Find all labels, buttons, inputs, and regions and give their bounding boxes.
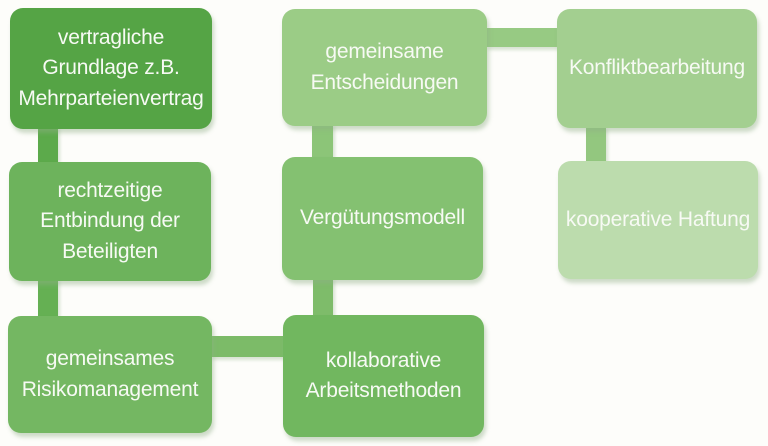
node-rechtzeitige-entbindung: rechtzeitige Entbindung der Beteiligten bbox=[9, 162, 211, 281]
node-kollaborative-arbeitsmethoden: kollaborative Arbeitsmethoden bbox=[283, 315, 484, 437]
node-vertragliche-grundlage: vertragliche Grundlage z.B. Mehrparteien… bbox=[10, 8, 212, 129]
node-gemeinsame-entscheidungen: gemeinsame Entscheidungen bbox=[282, 9, 487, 126]
connector-risikomanagement-arbeitsmethoden bbox=[210, 336, 285, 357]
connector-konflikt-haftung bbox=[586, 126, 606, 163]
node-gemeinsames-risikomanagement: gemeinsames Risikomanagement bbox=[8, 316, 212, 433]
connector-vertraglich-rechtzeitig bbox=[38, 126, 58, 164]
connector-entscheidungen-verguetung bbox=[312, 123, 333, 159]
node-konfliktbearbeitung: Konfliktbearbeitung bbox=[557, 9, 757, 128]
connector-entscheidungen-konflikt bbox=[486, 28, 559, 47]
node-verguetungsmodell: Vergütungsmodell bbox=[282, 157, 483, 280]
connector-verguetung-arbeitsmethoden bbox=[313, 277, 333, 317]
node-kooperative-haftung: kooperative Haftung bbox=[558, 161, 758, 279]
connector-rechtzeitig-risikomanagement bbox=[38, 278, 58, 318]
